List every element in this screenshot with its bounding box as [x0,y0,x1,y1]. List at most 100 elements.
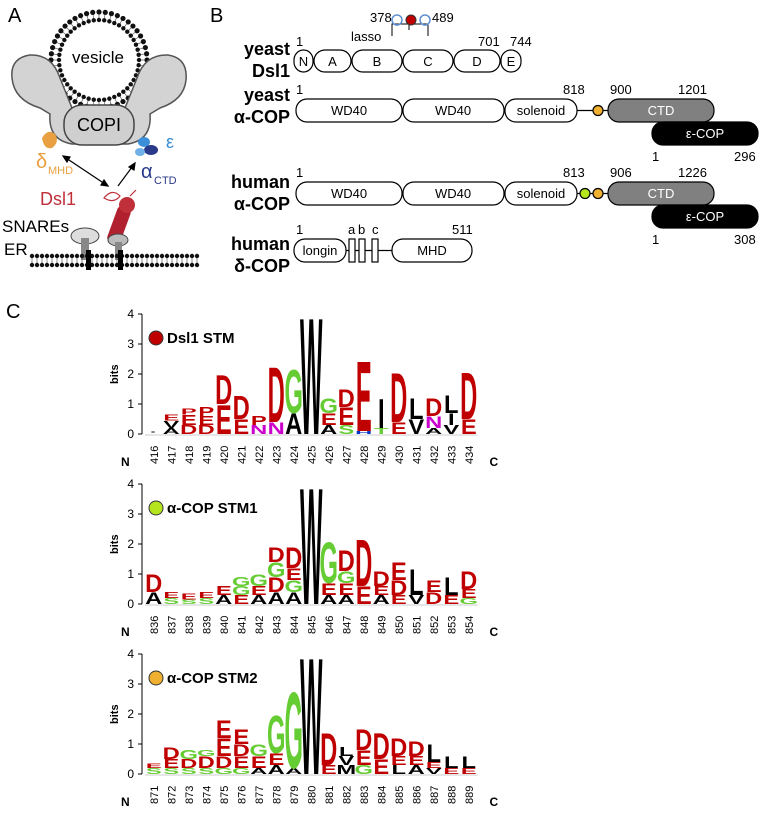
logo-glyph: S [198,767,214,776]
logo-glyph: S [146,767,162,776]
domain-e [500,49,522,73]
logo-glyph: P [198,405,214,419]
logo-glyph: I [448,410,455,429]
domain-b [351,49,403,73]
logo-glyph: G [215,767,233,776]
logo-glyph: I [378,391,385,438]
stm2-dot-icon [592,187,604,200]
position-label: 434 [464,446,476,464]
logo-glyph: S [163,767,179,776]
logo-glyph: E [356,746,372,769]
logo-glyph: A [145,589,162,608]
yeast-acop-name-line1: yeast [244,85,290,105]
human-acop-solenoid-end: 813 [563,165,585,180]
position-label: 838 [184,616,196,634]
ctd-label: CTD [648,103,675,118]
yeast-acop-name-line2: α-COP [234,107,290,127]
logo-glyph: D [180,757,197,771]
longin-label: longin [303,243,338,258]
position-label: 871 [149,786,161,804]
human-acop-name-line2: α-COP [234,194,290,214]
wd40-domain-1 [295,98,403,123]
snares-label: SNAREs [2,217,69,236]
position-label: 431 [411,446,423,464]
logo-glyph: D [373,726,390,768]
copi-coat-icon [11,54,187,145]
logo-glyph: A [408,763,426,777]
logo-glyph: D [355,724,372,757]
logo-glyph: V [426,767,442,776]
panel-a-letter: A [8,5,22,27]
c-terminus-label: C [490,455,499,469]
c-terminus-label: C [490,625,499,639]
position-label: 426 [324,446,336,464]
lasso-start-number: 378 [370,10,392,25]
delta-label: δ [36,151,47,173]
logo-glyph: G [285,357,303,427]
logo-glyph: D [233,741,250,760]
logo-glyph: E [216,716,232,744]
logo-glyph: D [390,734,407,762]
logo-glyph: E [338,580,354,599]
logo-glyph: S [198,597,214,606]
logo-glyph: G [320,394,338,417]
helix-a-label: a [348,222,356,237]
logo-glyph: D [373,567,390,590]
logo-glyph: D [198,423,215,437]
human-acop-name-line1: human [231,172,290,192]
logo-glyph: G [197,749,215,758]
position-label: 882 [341,786,353,804]
lasso-motif-ring-icon [391,14,403,26]
position-label: 875 [219,786,231,804]
logo-glyph: E [356,342,372,453]
yeast-dsl1-pos-701: 701 [478,34,500,49]
logo-glyph: D [460,359,477,434]
position-label: 427 [341,446,353,464]
logo-glyph: D [425,589,442,608]
yeast-dsl1-name-line1: yeast [244,39,290,59]
position-label: 836 [149,616,161,634]
position-label: 872 [166,786,178,804]
y-tick-label: 2 [127,707,134,721]
logo-glyph: P [181,407,197,416]
yeast-dsl1-start: 1 [296,34,303,49]
position-label: 849 [376,616,388,634]
domain-a [313,49,352,73]
logo-glyph: D [268,352,285,440]
logo-glyph: A [320,593,338,607]
logo-glyph: A [250,593,268,607]
logo-glyph: D [408,737,425,760]
human-acop-ctd-start: 906 [610,165,632,180]
logo-glyph: E [443,767,459,776]
logo-glyph: E [391,593,407,607]
position-label: 417 [166,446,178,464]
logo-glyph: D [425,394,442,422]
position-label: 839 [201,616,213,634]
yeast-dsl1-domains [293,49,522,73]
logo-glyph: E [233,593,249,607]
position-label: 420 [219,446,231,464]
logo-glyph: E [373,584,389,598]
logo-glyph: S [181,767,197,776]
stm1-dot-icon [579,187,591,200]
domain-b-label: B [373,54,382,69]
logo-glyph: G [232,584,250,598]
y-tick-label: 3 [127,677,134,691]
logo-glyph: E [408,754,424,768]
alpha-subscript: CTD [154,175,177,187]
delta-subscript: MHD [48,165,73,177]
logo-glyph: W [300,454,323,640]
logo-glyph: D [285,542,302,575]
human-dcop-end: 511 [452,222,473,237]
panel-b-letter: B [210,5,223,27]
y-axis-title: bits [109,364,121,384]
logo-glyph: V [163,418,180,430]
y-tick-label: 1 [127,737,134,751]
wd40-label-2: WD40 [435,103,471,118]
logo-glyph: E [373,755,389,778]
human-dcop-name-line2: δ-COP [234,256,290,276]
motif-dot-icon [148,670,164,686]
logo-glyph: W [300,284,323,470]
ctd-label: CTD [648,186,675,201]
